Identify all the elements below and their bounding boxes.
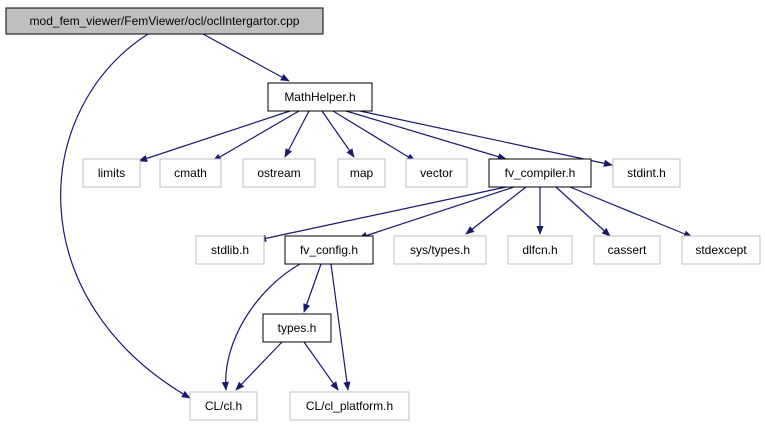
node-stdint: stdint.h bbox=[612, 158, 681, 188]
node-dlfcn: dlfcn.h bbox=[507, 235, 573, 265]
node-label-stdint: stdint.h bbox=[627, 166, 666, 180]
node-box-systypes bbox=[393, 235, 487, 265]
node-box-root bbox=[5, 7, 324, 35]
node-label-mathhelper: MathHelper.h bbox=[284, 90, 355, 104]
node-label-clplatform: CL/cl_platform.h bbox=[306, 399, 393, 413]
node-box-cmath bbox=[159, 158, 222, 188]
node-box-ostream bbox=[242, 158, 316, 188]
edge-fvcompiler-to-stdlib bbox=[257, 186, 507, 242]
node-label-fvconfig: fv_config.h bbox=[300, 243, 358, 257]
node-label-map: map bbox=[350, 166, 374, 180]
node-limits: limits bbox=[82, 158, 141, 188]
node-label-stdlib: stdlib.h bbox=[211, 243, 249, 257]
node-clcl: CL/cl.h bbox=[189, 391, 258, 421]
edge-mathhelper-to-ostream bbox=[284, 110, 310, 158]
node-box-fvcompiler bbox=[488, 158, 592, 188]
node-mathhelper[interactable]: MathHelper.h bbox=[267, 82, 373, 112]
node-stdlib: stdlib.h bbox=[195, 235, 265, 265]
edge-types-to-clcl bbox=[235, 341, 283, 391]
node-box-mathhelper bbox=[267, 82, 373, 112]
edge-types-to-clplatform bbox=[303, 341, 339, 391]
node-fvcompiler[interactable]: fv_compiler.h bbox=[488, 158, 592, 188]
node-systypes: sys/types.h bbox=[393, 235, 487, 265]
node-label-fvcompiler: fv_compiler.h bbox=[505, 166, 576, 180]
node-ostream: ostream bbox=[242, 158, 316, 188]
node-label-limits: limits bbox=[98, 166, 125, 180]
edges-layer bbox=[60, 33, 693, 399]
edge-fvcompiler-to-stdexcept bbox=[569, 186, 693, 238]
node-label-stdexcept: stdexcept bbox=[695, 243, 747, 257]
node-box-fvconfig bbox=[284, 235, 374, 265]
node-clplatform: CL/cl_platform.h bbox=[289, 391, 410, 421]
edge-fvconfig-to-clplatform bbox=[330, 263, 351, 391]
node-box-clplatform bbox=[289, 391, 410, 421]
node-box-stdexcept bbox=[681, 235, 761, 265]
node-label-types: types.h bbox=[278, 321, 317, 335]
node-fvconfig[interactable]: fv_config.h bbox=[284, 235, 374, 265]
node-types[interactable]: types.h bbox=[262, 313, 332, 343]
edge-mathhelper-to-limits bbox=[138, 110, 291, 162]
edge-root-to-clcl bbox=[60, 33, 191, 399]
edge-fvconfig-to-clcl bbox=[221, 263, 301, 391]
edge-fvconfig-to-types bbox=[303, 263, 322, 313]
node-box-map bbox=[337, 158, 386, 188]
node-label-systypes: sys/types.h bbox=[410, 243, 470, 257]
node-cmath: cmath bbox=[159, 158, 222, 188]
edge-fvcompiler-to-fvconfig bbox=[358, 186, 515, 239]
node-box-types bbox=[262, 313, 332, 343]
edge-mathhelper-to-map bbox=[321, 110, 355, 158]
node-box-stdint bbox=[612, 158, 681, 188]
node-cassert: cassert bbox=[593, 235, 661, 265]
node-label-cassert: cassert bbox=[608, 243, 647, 257]
node-box-stdlib bbox=[195, 235, 265, 265]
node-label-cmath: cmath bbox=[174, 166, 207, 180]
node-vector: vector bbox=[405, 158, 468, 188]
edge-mathhelper-to-cmath bbox=[212, 110, 300, 162]
node-label-root: mod_fem_viewer/FemViewer/ocl/oclIntergar… bbox=[30, 14, 300, 28]
edge-mathhelper-to-fvcompiler bbox=[345, 110, 507, 161]
node-box-dlfcn bbox=[507, 235, 573, 265]
node-box-clcl bbox=[189, 391, 258, 421]
node-map: map bbox=[337, 158, 386, 188]
node-stdexcept: stdexcept bbox=[681, 235, 761, 265]
edge-fvcompiler-to-cassert bbox=[555, 186, 611, 237]
node-box-cassert bbox=[593, 235, 661, 265]
node-label-clcl: CL/cl.h bbox=[205, 399, 242, 413]
edge-fvcompiler-to-systypes bbox=[465, 186, 527, 235]
edge-mathhelper-to-stdint bbox=[359, 110, 613, 167]
node-box-vector bbox=[405, 158, 468, 188]
node-label-ostream: ostream bbox=[257, 166, 300, 180]
node-label-vector: vector bbox=[420, 166, 453, 180]
edge-root-to-mathhelper bbox=[202, 33, 290, 82]
node-label-dlfcn: dlfcn.h bbox=[522, 243, 557, 257]
node-root[interactable]: mod_fem_viewer/FemViewer/ocl/oclIntergar… bbox=[5, 7, 324, 35]
node-box-limits bbox=[82, 158, 141, 188]
nodes-layer: mod_fem_viewer/FemViewer/ocl/oclIntergar… bbox=[5, 7, 761, 421]
edge-mathhelper-to-vector bbox=[332, 110, 416, 162]
